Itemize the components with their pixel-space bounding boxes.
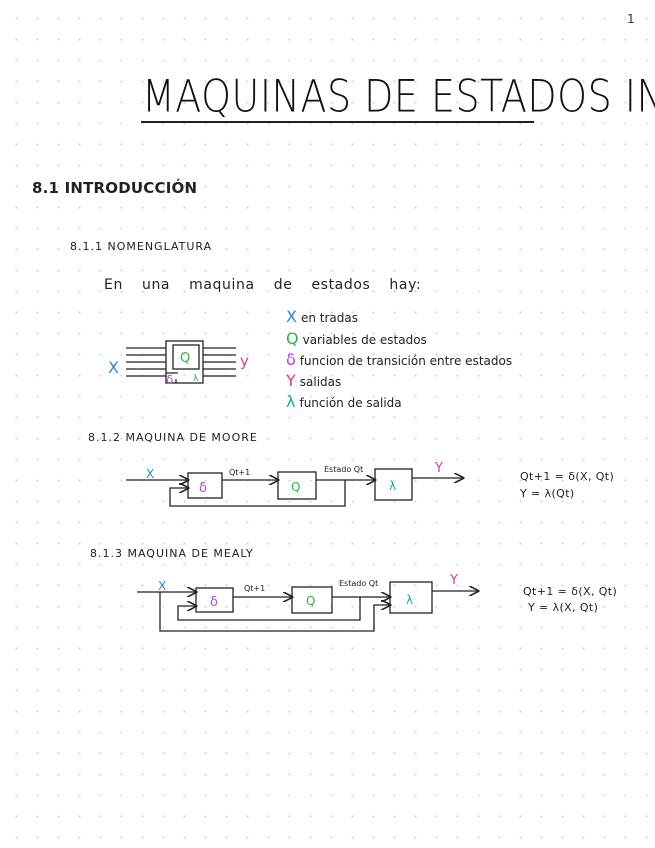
moore-y-label: Y xyxy=(434,461,443,476)
mealy-estado-label: Estado Qt xyxy=(339,579,378,588)
mealy-x-label: X xyxy=(158,579,166,593)
moore-x-label: X xyxy=(146,467,154,481)
block-x-label: X xyxy=(108,358,119,377)
block-q-label: Q xyxy=(180,351,190,366)
mealy-lambda-label: λ xyxy=(406,593,413,607)
mealy-q-label: Q xyxy=(306,594,315,608)
moore-qnext-label: Qt+1 xyxy=(229,468,250,477)
mealy-qnext-label: Qt+1 xyxy=(244,584,265,593)
mealy-y-label: Y xyxy=(449,573,458,588)
mealy-delta-label: δ xyxy=(210,595,218,610)
block-lambda-label: λ xyxy=(193,374,199,384)
moore-q-label: Q xyxy=(291,480,300,494)
moore-estado-label: Estado Qt xyxy=(324,465,363,474)
block-delta-label: δ xyxy=(166,373,173,387)
moore-lambda-label: λ xyxy=(389,479,396,493)
block-y-label: y xyxy=(240,352,249,370)
moore-delta-label: δ xyxy=(199,481,207,496)
